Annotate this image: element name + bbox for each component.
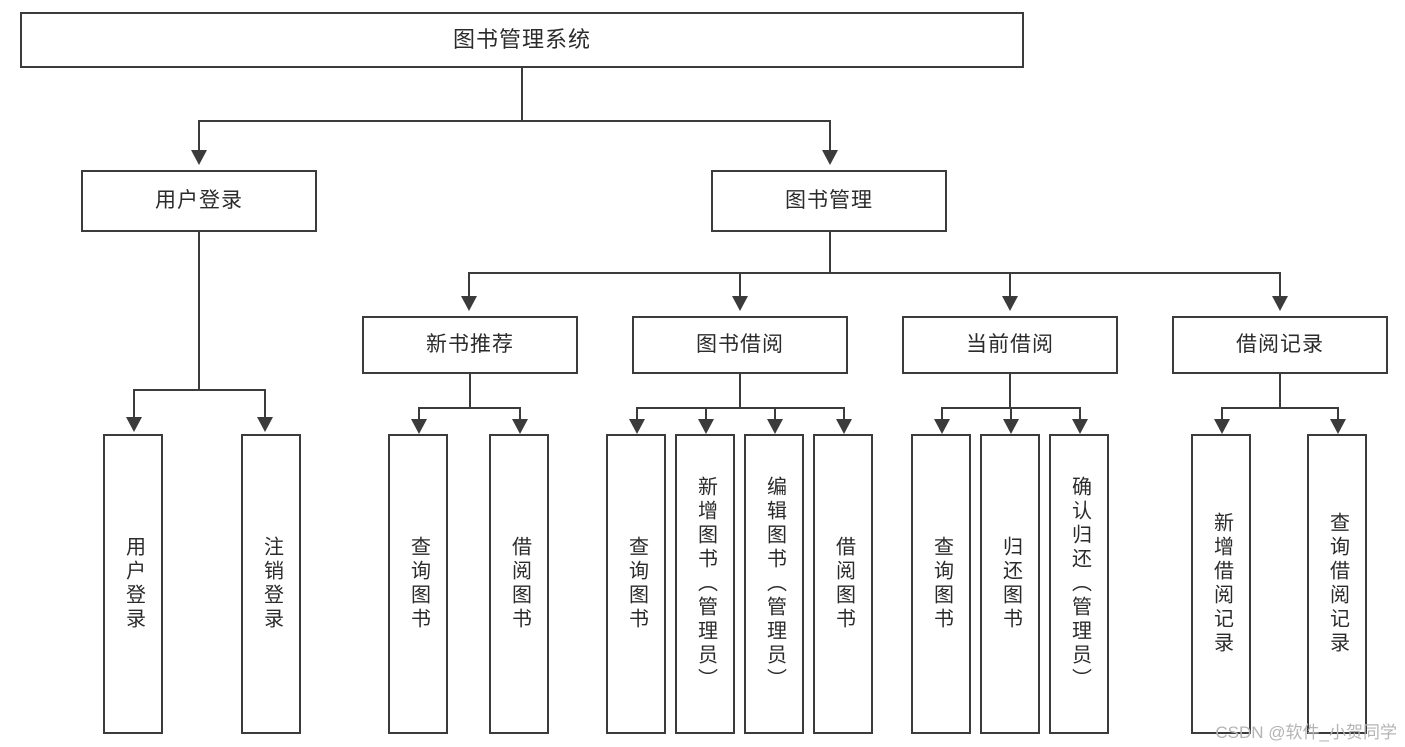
- leaf-label: 归还图书: [999, 536, 1022, 632]
- node-label: 新书推荐: [426, 333, 514, 357]
- leaf-label: 查询图书: [930, 536, 953, 632]
- arrow-to-leaf-user-login-1: [126, 417, 142, 432]
- arrow-to-book-borrow: [732, 296, 748, 311]
- arrow-to-leaf-current-borrow-1: [934, 419, 950, 434]
- leaf-new-book-borrow-book[interactable]: 借阅图书: [489, 434, 549, 734]
- arrow-to-leaf-current-borrow-2: [1003, 419, 1019, 434]
- leaf-label: 编辑图书（管理员）: [763, 476, 786, 692]
- connector-drop-leaf-book-borrow-2: [705, 407, 707, 422]
- arrow-to-leaf-user-login-2: [257, 417, 273, 432]
- connector-drop-leaf-borrow-record-1: [1221, 407, 1223, 422]
- connector-drop-borrow-record: [1279, 272, 1281, 298]
- connector-drop-user-login: [198, 120, 200, 152]
- connector-drop-leaf-current-borrow-2: [1010, 407, 1012, 422]
- connector-drop-leaf-book-borrow-3: [774, 407, 776, 422]
- connector-current-borrow-stem: [1009, 374, 1011, 407]
- node-book-borrow[interactable]: 图书借阅: [632, 316, 848, 374]
- connector-drop-leaf-borrow-record-2: [1337, 407, 1339, 422]
- node-label: 图书管理系统: [452, 26, 591, 52]
- leaf-book-borrow-edit-book-admin[interactable]: 编辑图书（管理员）: [744, 434, 804, 734]
- arrow-to-leaf-borrow-record-1: [1214, 419, 1230, 434]
- arrow-to-leaf-book-borrow-2: [698, 419, 714, 434]
- connector-drop-leaf-new-book-2: [519, 407, 521, 422]
- leaf-current-borrow-confirm-return-admin[interactable]: 确认归还（管理员）: [1049, 434, 1109, 734]
- leaf-current-borrow-return-book[interactable]: 归还图书: [980, 434, 1040, 734]
- leaf-label: 查询借阅记录: [1326, 512, 1349, 656]
- arrow-to-leaf-borrow-record-2: [1330, 419, 1346, 434]
- connector-drop-leaf-user-login-1: [133, 389, 135, 419]
- connector-drop-leaf-current-borrow-3: [1079, 407, 1081, 422]
- arrow-to-leaf-book-borrow-4: [836, 419, 852, 434]
- connector-level3-bus: [468, 272, 1280, 274]
- connector-drop-book-management: [829, 120, 831, 152]
- leaf-book-borrow-add-book-admin[interactable]: 新增图书（管理员）: [675, 434, 735, 734]
- node-label: 借阅记录: [1236, 333, 1324, 357]
- connector-drop-leaf-new-book-1: [418, 407, 420, 422]
- leaf-borrow-record-query-record[interactable]: 查询借阅记录: [1307, 434, 1367, 734]
- connector-new-book-bus: [418, 407, 521, 409]
- node-label: 当前借阅: [966, 333, 1054, 357]
- node-user-login[interactable]: 用户登录: [81, 170, 317, 232]
- arrow-to-borrow-record: [1272, 296, 1288, 311]
- connector-drop-book-borrow: [739, 272, 741, 298]
- node-new-book-recommend[interactable]: 新书推荐: [362, 316, 578, 374]
- connector-drop-leaf-current-borrow-1: [941, 407, 943, 422]
- connector-user-login-stem: [198, 232, 200, 389]
- connector-book-borrow-bus: [636, 407, 844, 409]
- arrow-to-new-book: [461, 296, 477, 311]
- leaf-label: 借阅图书: [832, 536, 855, 632]
- arrow-to-leaf-new-book-2: [512, 419, 528, 434]
- arrow-to-leaf-book-borrow-1: [629, 419, 645, 434]
- node-borrow-record[interactable]: 借阅记录: [1172, 316, 1388, 374]
- node-root-book-management-system[interactable]: 图书管理系统: [20, 12, 1024, 68]
- leaf-label: 借阅图书: [508, 536, 531, 632]
- connector-borrow-record-stem: [1279, 374, 1281, 407]
- connector-level2-bus: [198, 120, 831, 122]
- leaf-label: 查询图书: [407, 536, 430, 632]
- arrow-to-book-management: [822, 150, 838, 165]
- leaf-label: 新增图书（管理员）: [694, 476, 717, 692]
- node-current-borrow[interactable]: 当前借阅: [902, 316, 1118, 374]
- leaf-label: 查询图书: [625, 536, 648, 632]
- leaf-user-login-logout[interactable]: 注销登录: [241, 434, 301, 734]
- connector-drop-leaf-user-login-2: [264, 389, 266, 419]
- connector-drop-new-book: [468, 272, 470, 298]
- connector-user-login-bus: [133, 389, 264, 391]
- arrow-to-user-login: [191, 150, 207, 165]
- node-book-management[interactable]: 图书管理: [711, 170, 947, 232]
- leaf-label: 确认归还（管理员）: [1068, 476, 1091, 692]
- leaf-label: 新增借阅记录: [1210, 512, 1233, 656]
- arrow-to-leaf-book-borrow-3: [767, 419, 783, 434]
- connector-book-management-stem: [829, 232, 831, 272]
- leaf-current-borrow-query-book[interactable]: 查询图书: [911, 434, 971, 734]
- connector-new-book-stem: [469, 374, 471, 407]
- arrow-to-leaf-new-book-1: [411, 419, 427, 434]
- arrow-to-leaf-current-borrow-3: [1072, 419, 1088, 434]
- leaf-borrow-record-add-record[interactable]: 新增借阅记录: [1191, 434, 1251, 734]
- connector-drop-leaf-book-borrow-4: [843, 407, 845, 422]
- leaf-book-borrow-borrow-book[interactable]: 借阅图书: [813, 434, 873, 734]
- node-label: 用户登录: [155, 189, 243, 213]
- connector-root-stem: [521, 68, 523, 120]
- leaf-new-book-query-book[interactable]: 查询图书: [388, 434, 448, 734]
- leaf-label: 用户登录: [122, 536, 145, 632]
- connector-book-borrow-stem: [739, 374, 741, 407]
- leaf-user-login-login[interactable]: 用户登录: [103, 434, 163, 734]
- arrow-to-current-borrow: [1002, 296, 1018, 311]
- connector-borrow-record-bus: [1221, 407, 1339, 409]
- connector-drop-leaf-book-borrow-1: [636, 407, 638, 422]
- node-label: 图书借阅: [696, 333, 784, 357]
- connector-drop-current-borrow: [1009, 272, 1011, 298]
- node-label: 图书管理: [785, 189, 873, 213]
- leaf-label: 注销登录: [260, 536, 283, 632]
- leaf-book-borrow-query-book[interactable]: 查询图书: [606, 434, 666, 734]
